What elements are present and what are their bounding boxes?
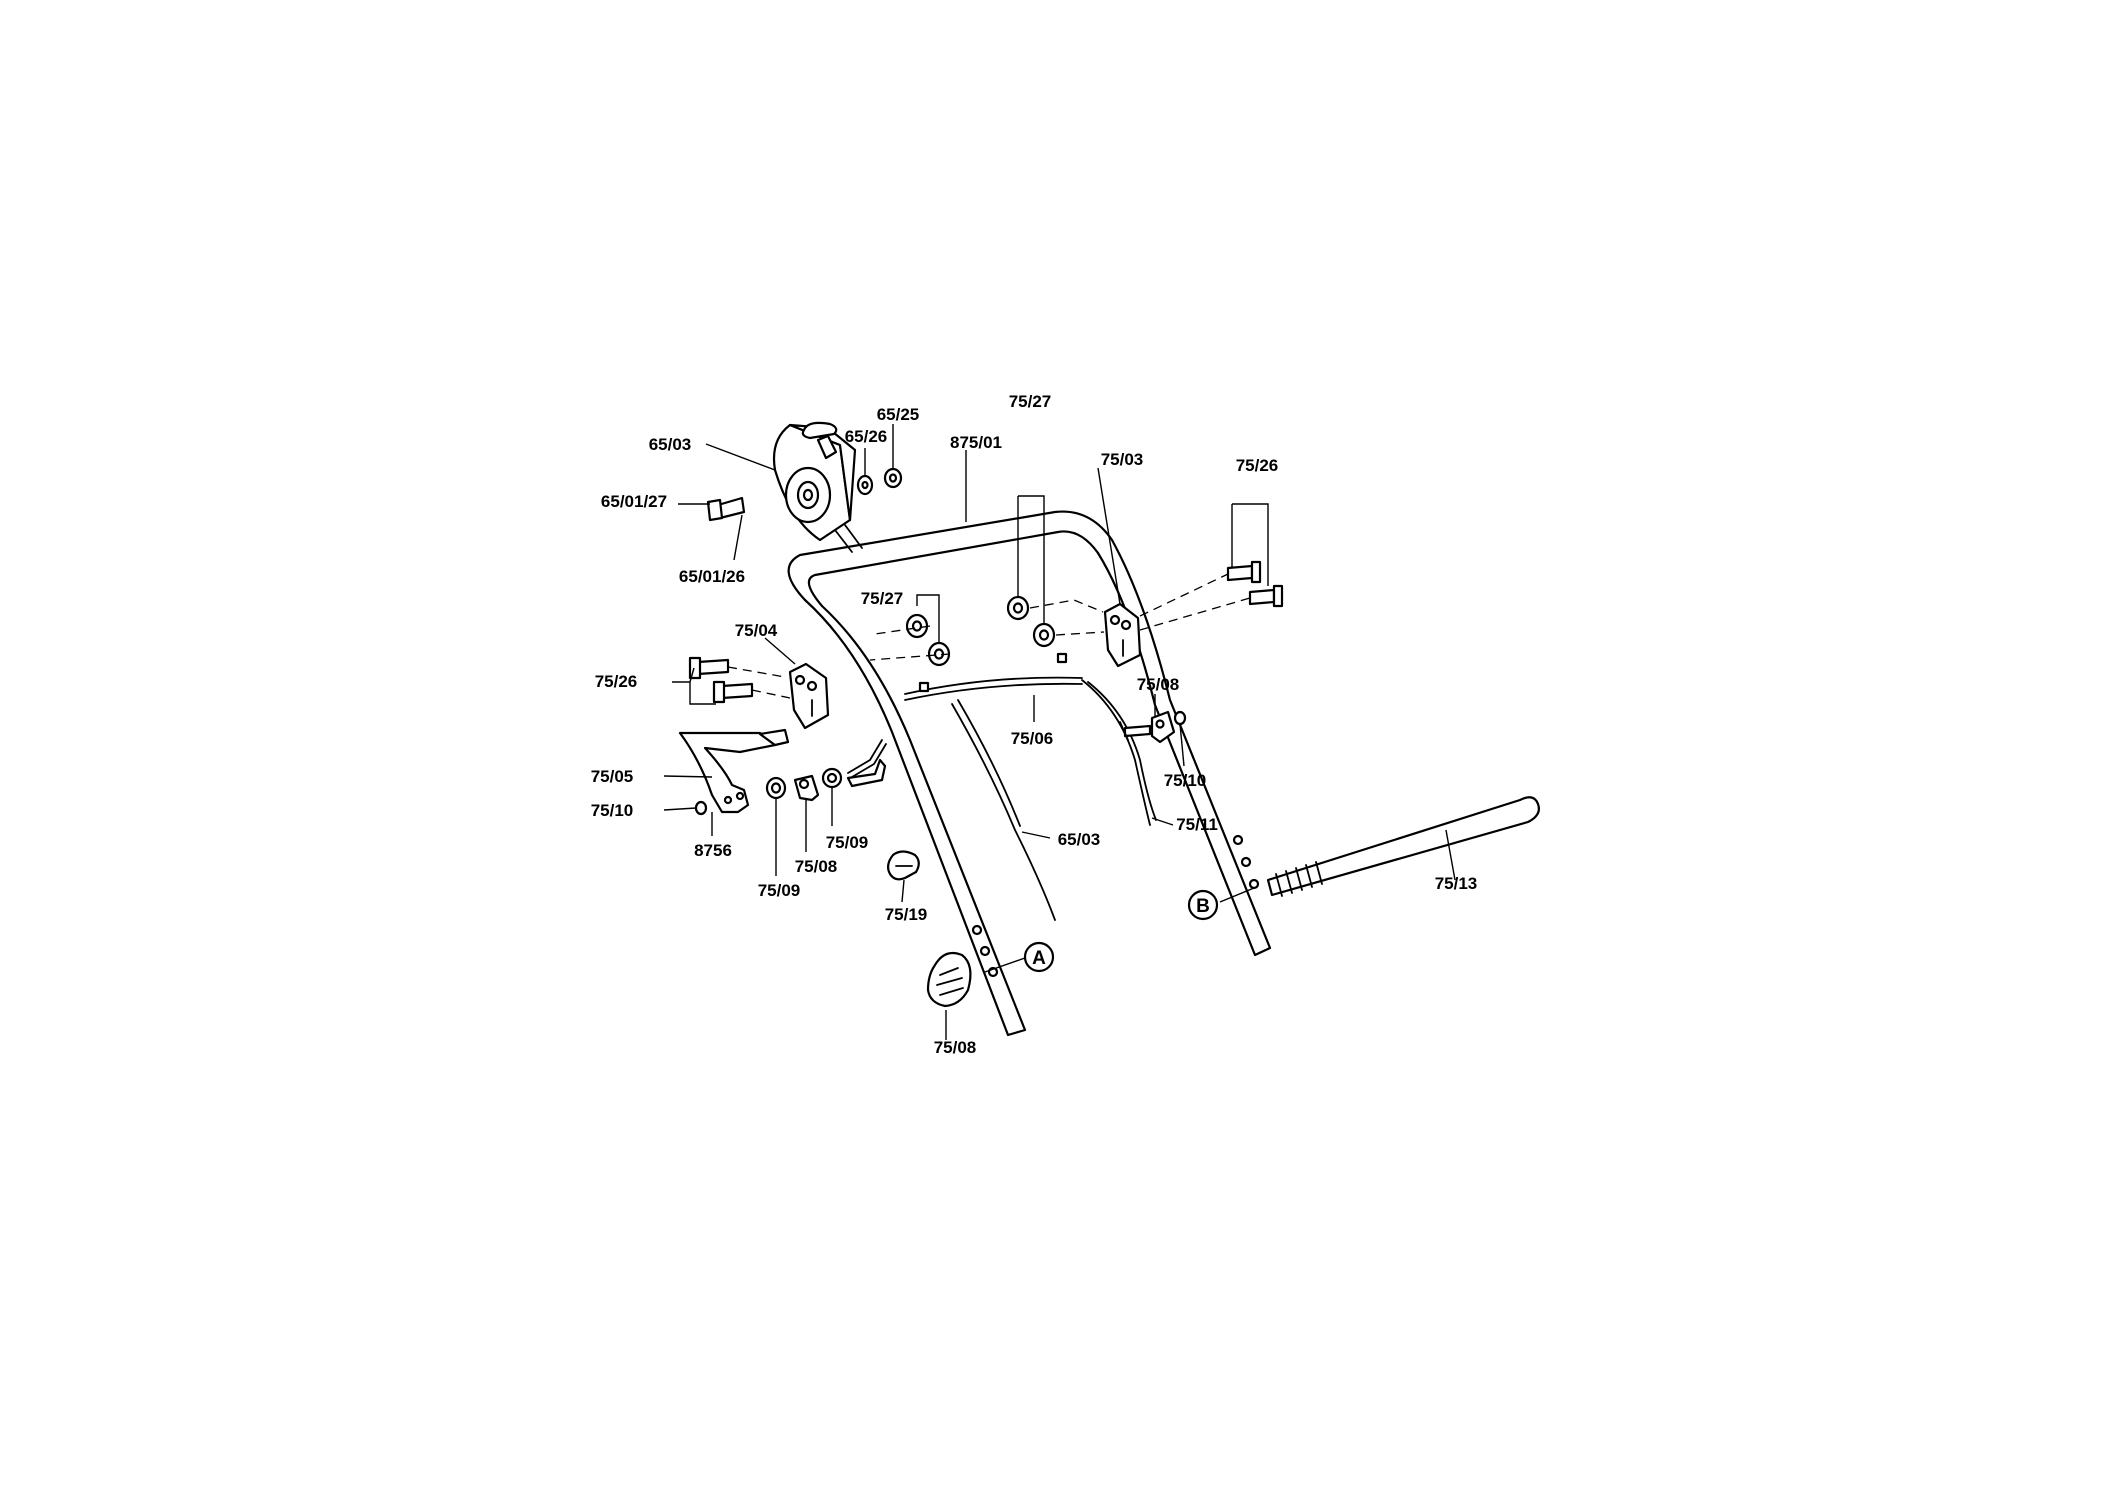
label-7503: 75/03 xyxy=(1101,450,1144,469)
starter-housing xyxy=(772,421,863,553)
label-7504: 75/04 xyxy=(735,621,778,640)
washer-6526 xyxy=(856,474,874,496)
label-650127: 65/01/27 xyxy=(601,492,667,511)
handle-bar xyxy=(787,510,1272,1037)
label-7508-right: 75/08 xyxy=(1137,675,1180,694)
label-7511: 75/11 xyxy=(1176,815,1218,834)
clip-7508-right xyxy=(1150,710,1176,744)
washer-7510-left xyxy=(694,800,708,816)
clamp-7508-mid xyxy=(793,774,820,802)
nut-7527-upper-a xyxy=(1006,595,1030,621)
bracket-7504 xyxy=(788,662,830,730)
nut-6525 xyxy=(883,467,903,489)
callout-a: A xyxy=(1032,948,1046,969)
bolt-650127 xyxy=(706,496,746,522)
label-7508-bottom: 75/08 xyxy=(934,1038,977,1057)
knob-7508-bottom xyxy=(926,951,972,1008)
spacer-7509-b xyxy=(821,767,843,789)
bracket-7503 xyxy=(1103,602,1142,668)
callout-b: B xyxy=(1196,896,1210,917)
screw-7526-right-a xyxy=(1226,560,1262,584)
label-7526-left: 75/26 xyxy=(595,672,638,691)
washer-7510-right xyxy=(1173,710,1187,726)
label-650126: 65/01/26 xyxy=(679,567,745,586)
label-7513: 75/13 xyxy=(1435,874,1478,893)
label-7526-right: 75/26 xyxy=(1236,456,1279,475)
knob-7519 xyxy=(886,850,920,881)
label-7527-mid: 75/27 xyxy=(861,589,904,608)
nut-7527-mid-a xyxy=(905,613,929,639)
brake-lever-7505 xyxy=(678,728,790,814)
label-7506: 75/06 xyxy=(1011,729,1054,748)
label-6525: 65/25 xyxy=(877,405,920,424)
label-6526: 65/26 xyxy=(845,427,888,446)
spacer-7509-a xyxy=(765,776,787,800)
label-6503-mid: 65/03 xyxy=(1058,830,1101,849)
label-8756: 8756 xyxy=(694,841,732,860)
label-87501: 875/01 xyxy=(950,433,1002,452)
label-7519: 75/19 xyxy=(885,905,928,924)
label-7509-b: 75/09 xyxy=(758,881,801,900)
callout-b-circle xyxy=(1187,889,1219,921)
label-7505: 75/05 xyxy=(591,767,634,786)
screw-7526-left-b xyxy=(712,680,754,704)
label-7508-mid: 75/08 xyxy=(795,857,838,876)
nut-7527-upper-b xyxy=(1032,622,1056,648)
label-7527-top: 75/27 xyxy=(1009,392,1052,411)
label-6503-top: 65/03 xyxy=(649,435,692,454)
label-7510-right: 75/10 xyxy=(1164,771,1207,790)
fork-pin xyxy=(1119,721,1152,741)
label-7510-left: 75/10 xyxy=(591,801,634,820)
callout-a-circle xyxy=(1023,941,1055,973)
screw-7526-right-b xyxy=(1248,584,1284,608)
screw-7526-left-a xyxy=(688,656,730,680)
rod-7513 xyxy=(1266,796,1540,897)
label-7509-a: 75/09 xyxy=(826,833,869,852)
